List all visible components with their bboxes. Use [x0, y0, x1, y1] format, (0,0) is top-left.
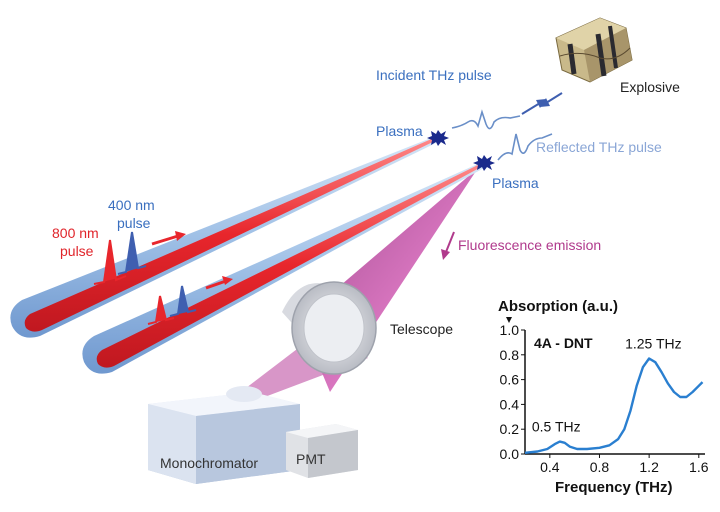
incident-thz-waveform	[451, 109, 521, 130]
y-tick-label: 0.4	[500, 396, 520, 412]
reflected-thz-label: Reflected THz pulse	[536, 139, 662, 155]
y-tick-label: 0.2	[500, 421, 520, 437]
chart-title: Absorption (a.u.)	[498, 298, 618, 315]
pulse-800-label-line2: pulse	[60, 243, 94, 259]
absorption-chart: Absorption (a.u.) 4A - DNT Frequency (TH…	[498, 298, 709, 496]
telescope	[282, 281, 377, 375]
reflected-thz-waveform	[497, 133, 553, 161]
pulses-upper	[93, 231, 147, 285]
pulses-lower	[147, 285, 197, 325]
monochromator	[148, 386, 300, 484]
incident-arrow	[521, 99, 546, 115]
peak-annotation: 1.25 THz	[625, 336, 682, 352]
explosive-label: Explosive	[620, 79, 680, 95]
x-tick-label: 0.4	[540, 459, 560, 475]
telescope-label: Telescope	[390, 321, 453, 337]
pulse-800-label-line1: 800 nm	[52, 225, 99, 241]
x-tick-label: 0.8	[590, 459, 610, 475]
explosive-package	[555, 17, 633, 83]
direction-arrow-upper	[151, 231, 186, 246]
y-tick-label: 0.6	[500, 372, 520, 388]
monochromator-label: Monochromator	[160, 455, 258, 471]
x-tick-label: 1.2	[639, 459, 659, 475]
fluorescence-arrow	[441, 231, 455, 260]
absorption-curve	[524, 357, 704, 454]
pmt-box	[286, 424, 358, 478]
y-tick-label: 1.0	[500, 322, 520, 338]
upper-beam	[10, 136, 438, 338]
series-label: 4A - DNT	[534, 335, 593, 351]
fluorescence-label: Fluorescence emission	[458, 237, 601, 253]
incident-thz-label: Incident THz pulse	[376, 67, 492, 83]
pulse-400-label-line2: pulse	[117, 215, 151, 231]
plasma-top-label: Plasma	[376, 123, 423, 139]
y-tick-label: 0.0	[500, 446, 520, 462]
x-tick-label: 1.6	[689, 459, 709, 475]
x-axis-label: Frequency (THz)	[555, 479, 673, 496]
plasma-bottom-label: Plasma	[492, 175, 539, 191]
direction-arrow-lower	[205, 276, 233, 290]
reflected-arrow	[540, 92, 563, 107]
pmt-label: PMT	[296, 451, 326, 467]
plasma-star-bottom	[473, 155, 495, 171]
lower-beam	[82, 162, 484, 374]
y-axis-arrow	[506, 317, 512, 323]
peak-annotation: 0.5 THz	[532, 419, 581, 435]
y-tick-label: 0.8	[500, 347, 520, 363]
pulse-400-label-line1: 400 nm	[108, 197, 155, 213]
plasma-star-top	[427, 130, 449, 146]
